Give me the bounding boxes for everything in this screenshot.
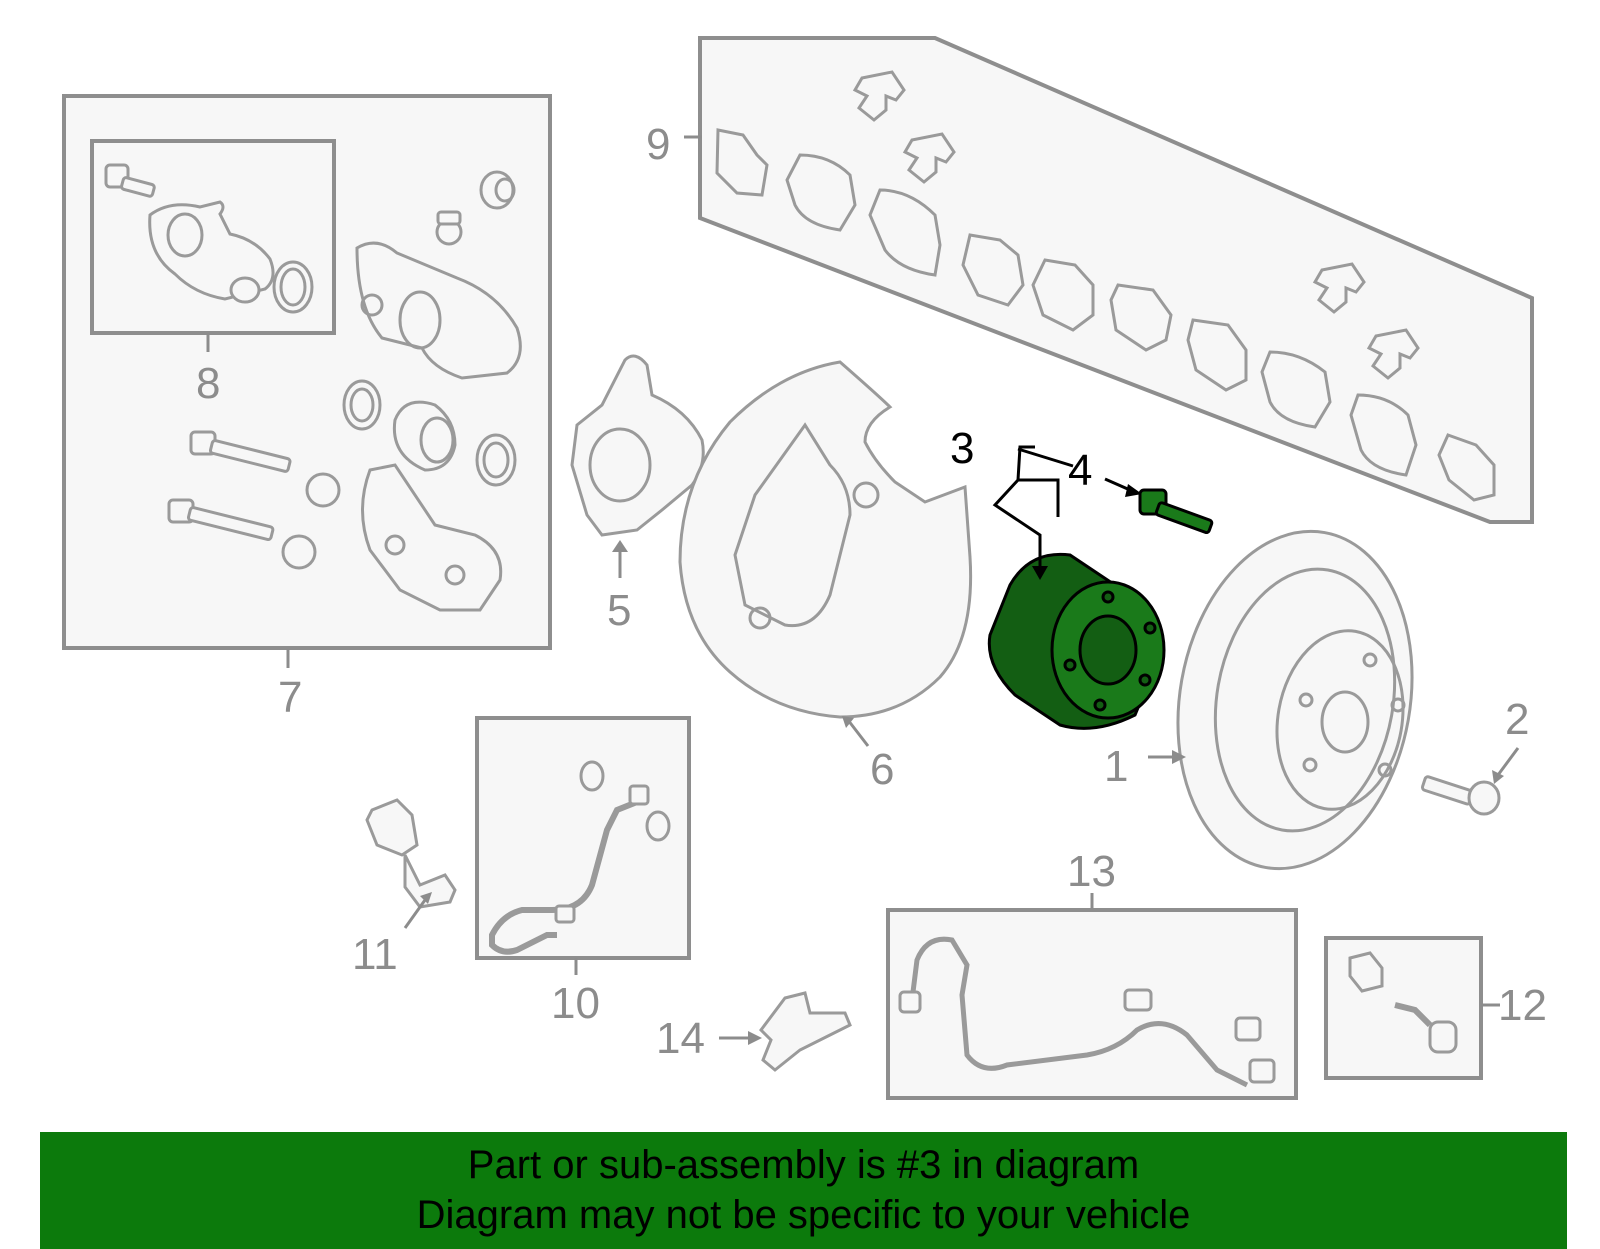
hub-bolt-group[interactable] bbox=[1017, 447, 1214, 535]
callout-4: 4 bbox=[1068, 446, 1092, 495]
dust-seal-icon bbox=[475, 433, 517, 487]
sensor-plug-icon bbox=[898, 990, 922, 1014]
callout-2: 2 bbox=[1505, 695, 1529, 744]
wear-sensor-group[interactable] bbox=[1324, 936, 1500, 1080]
hose-fitting-icon bbox=[628, 784, 650, 806]
arrow-11-icon bbox=[420, 892, 432, 904]
hose-washer-icon bbox=[579, 760, 605, 792]
splash-shield-icon bbox=[678, 360, 973, 719]
sensor-clip-icon bbox=[1123, 988, 1153, 1012]
guide-bolt-upper-icon bbox=[189, 430, 341, 508]
sensor-tab-icon bbox=[403, 854, 457, 909]
banner-line-disclaimer: Diagram may not be specific to your vehi… bbox=[416, 1193, 1191, 1237]
callout-14: 14 bbox=[656, 1014, 705, 1063]
arrow-2-icon bbox=[1492, 770, 1504, 784]
sensor-bracket-group[interactable] bbox=[365, 798, 457, 929]
brake-rotor-group[interactable] bbox=[1148, 513, 1438, 888]
arrow-4-icon bbox=[1125, 484, 1142, 497]
piston-icon bbox=[392, 400, 457, 472]
callout-1: 1 bbox=[1104, 742, 1128, 791]
hose-fitting-icon bbox=[554, 904, 576, 924]
rotor-screw-group[interactable] bbox=[1420, 747, 1520, 816]
hub-bolt-shank-icon bbox=[1154, 501, 1214, 535]
brake-hose-icon bbox=[489, 797, 644, 955]
callout-7: 7 bbox=[278, 673, 302, 722]
arrow-6-icon bbox=[842, 716, 854, 728]
guide-bolt-lower-icon bbox=[167, 498, 317, 570]
arrow-3-icon bbox=[1032, 566, 1048, 580]
bleeder-screw-icon bbox=[435, 210, 463, 246]
callout-9: 9 bbox=[646, 120, 670, 169]
speed-sensor-group[interactable] bbox=[886, 893, 1298, 1100]
caliper-body-icon bbox=[355, 241, 522, 380]
wear-sensor-plug-icon bbox=[1428, 1020, 1458, 1054]
leader-2 bbox=[1496, 747, 1520, 776]
knuckle-hole-icon bbox=[588, 427, 652, 503]
arrow-1-icon bbox=[1172, 750, 1186, 764]
shield-hole-icon bbox=[748, 606, 772, 630]
callout-5: 5 bbox=[607, 586, 631, 635]
shield-inner-contour bbox=[733, 422, 852, 628]
rotor-screw-shank-icon bbox=[1420, 775, 1475, 806]
rotor-screw-head-icon bbox=[1467, 780, 1501, 816]
wire-bracket-icon bbox=[759, 991, 852, 1072]
speed-sensor-box bbox=[886, 908, 1298, 1100]
leader-11 bbox=[403, 899, 427, 929]
shield-hole-icon bbox=[852, 481, 880, 509]
banner-line-part: Part or sub-assembly is #3 in diagram bbox=[467, 1143, 1140, 1187]
seal-ring-icon bbox=[272, 260, 314, 314]
piston-seal-icon bbox=[342, 379, 382, 431]
sensor-body-icon bbox=[365, 798, 419, 857]
knuckle-plate-group[interactable] bbox=[570, 354, 705, 578]
caliper-assembly-group[interactable] bbox=[62, 94, 552, 668]
pad-clip-icon bbox=[852, 70, 1420, 380]
caliper-bracket-icon bbox=[361, 463, 503, 612]
sensor-wire-icon bbox=[909, 936, 1249, 1088]
leader-3 bbox=[992, 445, 1060, 568]
brake-pad-icon bbox=[715, 128, 1496, 502]
sensor-connector-icon bbox=[1234, 1016, 1262, 1042]
bleeder-bolt-icon bbox=[104, 163, 156, 198]
wear-sensor-wire-icon bbox=[1394, 1002, 1433, 1028]
rotor-hat-icon bbox=[1213, 567, 1397, 833]
arrow-14-icon bbox=[748, 1031, 762, 1045]
callout-12: 12 bbox=[1498, 981, 1547, 1030]
rotor-center-hole-icon bbox=[1320, 690, 1370, 754]
rotor-inner-icon bbox=[1275, 629, 1405, 811]
caliper-motor-icon bbox=[148, 200, 275, 304]
callout-13: 13 bbox=[1067, 847, 1116, 896]
info-banner: Part or sub-assembly is #3 in diagram Di… bbox=[40, 1132, 1567, 1249]
arrow-5-icon bbox=[612, 540, 628, 552]
sensor-connector-icon bbox=[1248, 1058, 1276, 1084]
splash-shield-group[interactable] bbox=[678, 360, 973, 747]
callout-10: 10 bbox=[551, 979, 600, 1028]
leader-4 bbox=[1104, 477, 1131, 492]
hose-washer-icon bbox=[645, 810, 671, 842]
boot-icon bbox=[479, 170, 516, 210]
wear-sensor-clip-icon bbox=[1348, 951, 1384, 993]
callout-3: 3 bbox=[950, 424, 974, 473]
callout-8: 8 bbox=[196, 359, 220, 408]
callout-11: 11 bbox=[352, 930, 398, 979]
leader-6 bbox=[846, 719, 870, 747]
wire-bracket-group[interactable] bbox=[719, 991, 852, 1072]
knuckle-plate-icon bbox=[570, 354, 705, 537]
callout-6: 6 bbox=[870, 745, 894, 794]
hub-center-icon bbox=[1078, 614, 1138, 686]
hub-bearing-group[interactable] bbox=[987, 445, 1166, 730]
brake-hose-group[interactable] bbox=[475, 716, 691, 975]
leader-3-4 bbox=[1017, 447, 1074, 468]
brake-pad-group[interactable] bbox=[684, 36, 1534, 524]
brake-rotor-icon bbox=[1176, 529, 1414, 871]
